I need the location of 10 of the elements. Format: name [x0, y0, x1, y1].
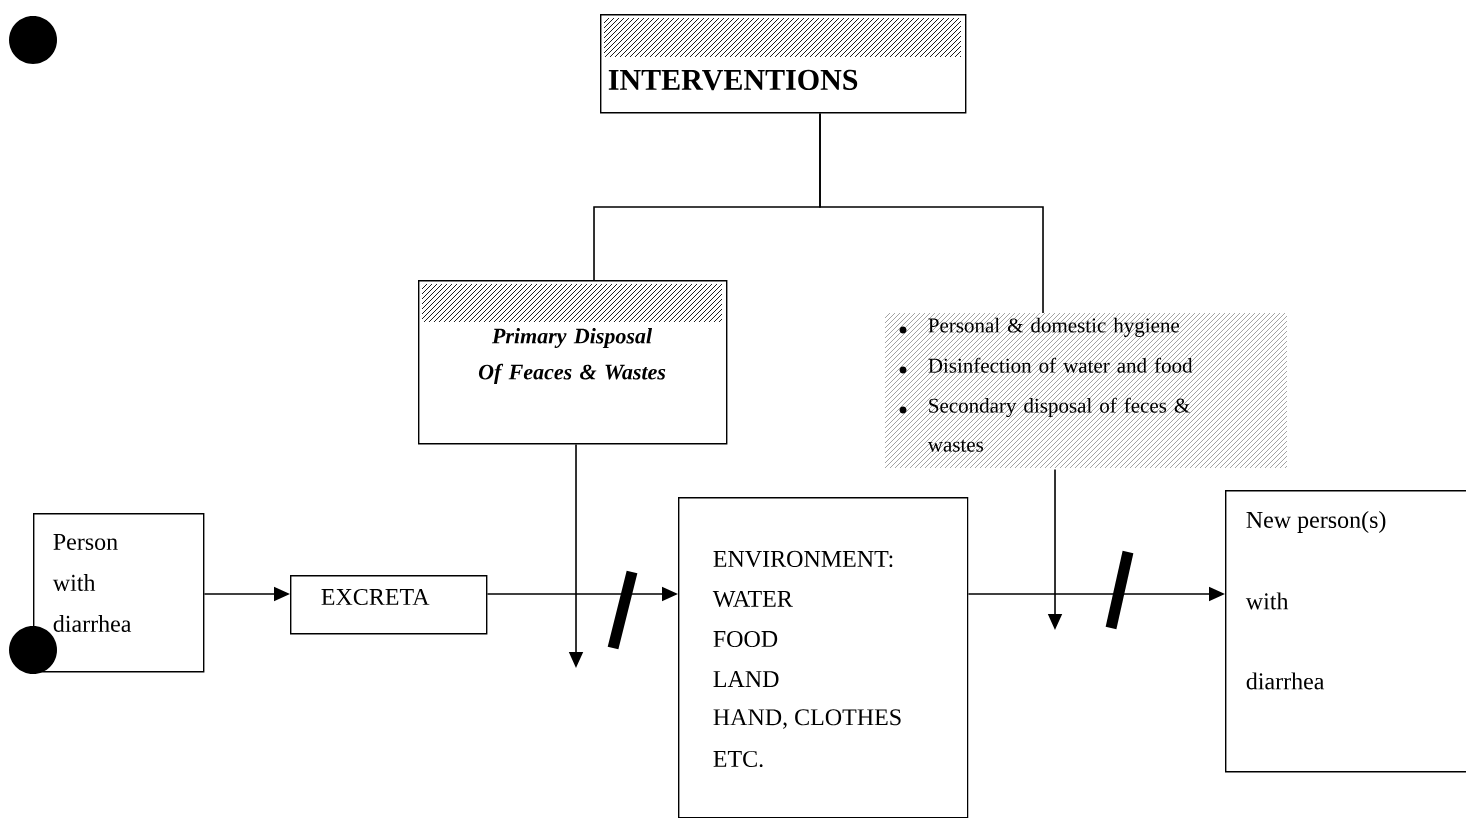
- process-box: INTERVENTIONS: [600, 14, 967, 114]
- process-box: EXCRETA: [290, 575, 488, 635]
- process-box: Primary Disposal Of Feaces & Wastes: [418, 280, 728, 445]
- node-label: Disinfection of water and food: [928, 357, 1193, 373]
- process-box: ENVIRONMENT: WATER FOOD LAND HAND, CLOTHES ETC.: [678, 497, 969, 818]
- process-box: Person with diarrhea: [33, 513, 205, 673]
- hatched-box: Personal & domestic hygiene Disinfection of water and food Secondary disposal of feces & wastes: [885, 313, 1287, 468]
- node-label: Personal & domestic hygiene: [928, 317, 1180, 337]
- process-box: New person(s) with diarrhea: [1225, 490, 1466, 773]
- node-label: Secondary disposal of feces & wastes: [927, 397, 1190, 452]
